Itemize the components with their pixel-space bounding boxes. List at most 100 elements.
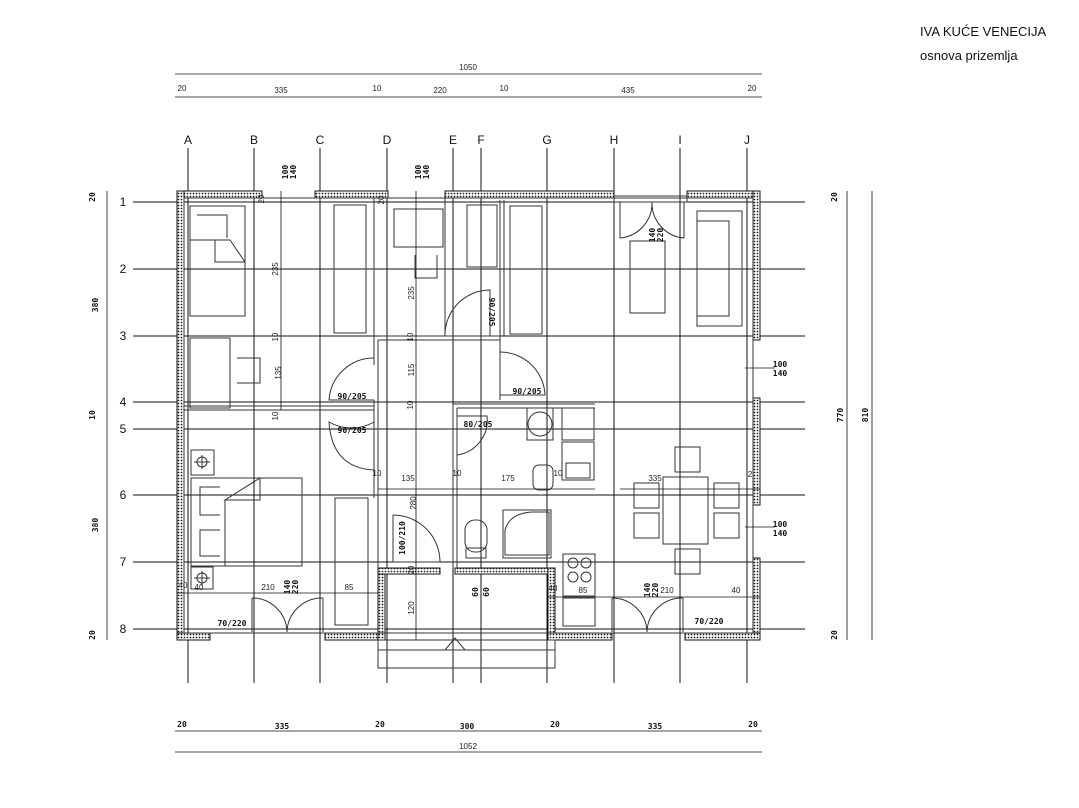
window-label: 70/220 xyxy=(218,619,247,628)
dim-interior: 10 xyxy=(554,469,563,478)
grid-labels: A B C D E F G H I J 1 2 3 4 5 6 7 8 xyxy=(120,133,750,636)
dim-interior: 60 xyxy=(482,587,491,597)
dim-interior: 20 xyxy=(377,195,386,204)
grid-row-3: 3 xyxy=(120,329,127,343)
dim-top-total: 1050 xyxy=(459,63,477,72)
dim-right: 20 xyxy=(830,630,839,640)
window-label: 100 xyxy=(281,165,290,180)
dim-interior: 85 xyxy=(345,583,354,592)
dim-bottom: 335 xyxy=(275,722,290,731)
dim-bottom: 335 xyxy=(648,722,663,731)
interior-dimension-texts: 20 20 235 235 10 10 135 115 10 10 10 135… xyxy=(179,194,753,615)
window-label: 100 xyxy=(773,360,788,369)
door-label: 90/205 xyxy=(338,426,367,435)
dim-bottom: 20 xyxy=(375,720,385,729)
window-label: 140 xyxy=(773,369,788,378)
furniture xyxy=(189,204,743,669)
drawing-subtitle: osnova prizemlja xyxy=(920,48,1018,63)
dim-interior: 115 xyxy=(407,363,416,376)
dim-bottom-total: 1052 xyxy=(459,742,477,751)
door-label: 220 xyxy=(291,580,300,595)
door-label: 220 xyxy=(656,228,665,243)
dim-left: 20 xyxy=(88,192,97,202)
grid-row-4: 4 xyxy=(120,395,127,409)
grid-col-i: I xyxy=(678,133,681,147)
door-label: 140 xyxy=(648,228,657,243)
grid-col-h: H xyxy=(610,133,619,147)
dim-interior: 235 xyxy=(271,262,280,276)
window-label: 140 xyxy=(422,165,431,180)
dim-bottom: 300 xyxy=(460,722,475,731)
dim-interior: 10 xyxy=(406,400,415,409)
dim-right: 20 xyxy=(830,192,839,202)
dim-interior: 175 xyxy=(501,474,515,483)
window-label: 100 xyxy=(773,520,788,529)
grid-row-5: 5 xyxy=(120,422,127,436)
door-label: 80/205 xyxy=(464,420,493,429)
door-label: 90/205 xyxy=(487,298,496,327)
dim-left: 380 xyxy=(91,518,100,533)
dim-top: 335 xyxy=(274,86,288,95)
dim-interior: 2 xyxy=(748,470,753,479)
grid-row-8: 8 xyxy=(120,622,127,636)
dim-top: 10 xyxy=(373,84,382,93)
dim-right: 770 xyxy=(836,408,845,423)
dim-top: 20 xyxy=(178,84,187,93)
dim-interior: 10 xyxy=(271,332,280,341)
dim-bottom: 20 xyxy=(748,720,758,729)
grid-row-7: 7 xyxy=(120,555,127,569)
window-label: 140 xyxy=(289,165,298,180)
dim-bottom: 20 xyxy=(550,720,560,729)
window-label: 100 xyxy=(414,165,423,180)
door-label: 90/205 xyxy=(338,392,367,401)
window-label: 140 xyxy=(773,529,788,538)
dim-interior: 20 xyxy=(407,565,416,574)
dim-interior: 20 xyxy=(257,194,266,203)
dim-left: 20 xyxy=(88,630,97,640)
grid-row-2: 2 xyxy=(120,262,127,276)
grid-col-a: A xyxy=(184,133,192,147)
dim-bottom: 20 xyxy=(177,720,187,729)
dim-interior: 120 xyxy=(407,601,416,615)
dim-top: 10 xyxy=(500,84,509,93)
dimension-texts: 1050 20 335 10 220 10 435 20 20 335 20 3… xyxy=(88,63,870,751)
grid-col-c: C xyxy=(316,133,325,147)
dim-interior: 10 xyxy=(373,469,382,478)
grid-col-j: J xyxy=(744,133,750,147)
grid-row-6: 6 xyxy=(120,488,127,502)
dim-interior: 135 xyxy=(401,474,415,483)
dim-interior: 335 xyxy=(648,474,662,483)
door-label: 100/210 xyxy=(398,521,407,555)
door-label: 220 xyxy=(651,583,660,598)
opening-labels: 100 140 100 140 100 140 100 140 140 220 … xyxy=(218,165,788,628)
grid-col-d: D xyxy=(383,133,392,147)
dim-interior: 135 xyxy=(274,366,283,380)
dim-interior: 210 xyxy=(261,583,275,592)
dim-interior: 10 xyxy=(453,469,462,478)
dim-interior: 85 xyxy=(579,586,588,595)
door-swings xyxy=(251,201,685,633)
door-label: 140 xyxy=(283,580,292,595)
dim-interior: 40 xyxy=(732,586,741,595)
dim-interior: 40 xyxy=(179,581,188,590)
grid-lines xyxy=(133,148,805,683)
grid-col-e: E xyxy=(449,133,457,147)
grid-col-b: B xyxy=(250,133,258,147)
grid-col-f: F xyxy=(477,133,484,147)
interior-walls xyxy=(183,197,754,634)
dim-interior: 280 xyxy=(409,496,418,510)
dimension-lines xyxy=(106,73,873,753)
dim-interior: 40 xyxy=(195,583,204,592)
dim-interior: 40 xyxy=(549,584,558,593)
dim-interior: 10 xyxy=(406,332,415,341)
dim-top: 220 xyxy=(433,86,447,95)
dim-top: 435 xyxy=(621,86,635,95)
dim-interior: 10 xyxy=(271,411,280,420)
dim-top: 20 xyxy=(748,84,757,93)
dim-left: 10 xyxy=(88,410,97,420)
dim-interior: 60 xyxy=(471,587,480,597)
project-title: IVA KUĆE VENECIJA xyxy=(920,24,1047,39)
dim-interior: 210 xyxy=(660,586,674,595)
grid-row-1: 1 xyxy=(120,195,127,209)
